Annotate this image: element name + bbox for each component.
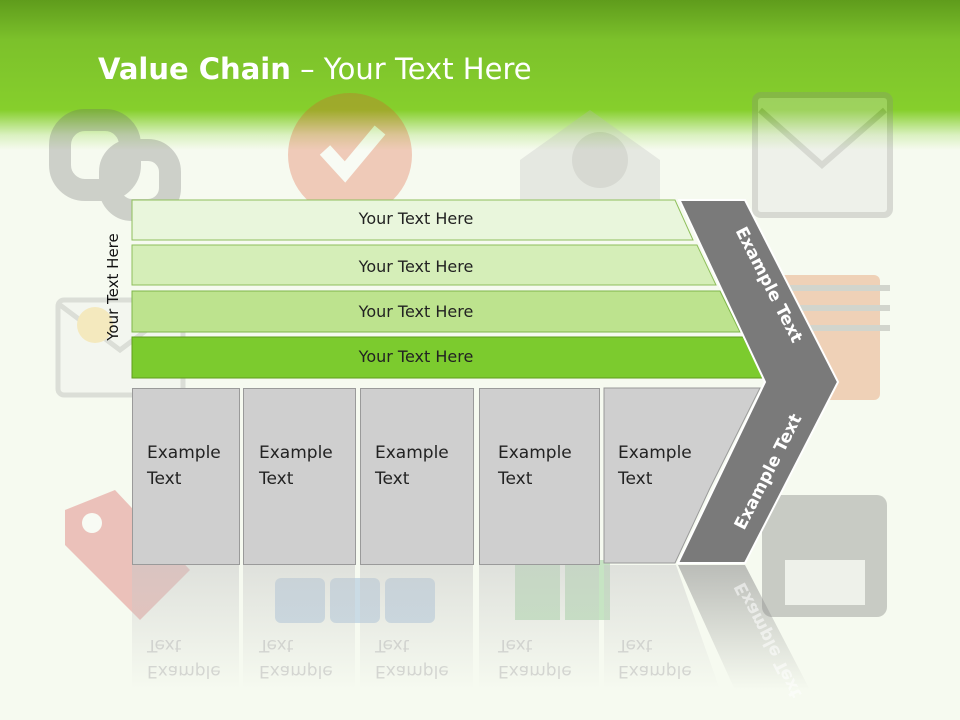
box-reflection-text-4: Example Text: [498, 632, 572, 684]
refl-5-line1: Example: [618, 661, 692, 681]
box-reflection-1: [132, 565, 239, 690]
box-2: [243, 388, 356, 565]
row-label-4: Your Text Here: [358, 347, 474, 366]
refl-5-line2: Text: [618, 635, 653, 655]
box-1: [132, 388, 240, 565]
chevron-arrow: [676, 199, 840, 564]
page-title: Value Chain – Your Text Here: [98, 52, 532, 86]
box-reflection-3: [360, 565, 473, 690]
box-text-5-line2: Text: [618, 469, 653, 489]
refl-3-line2: Text: [375, 635, 410, 655]
refl-2-line1: Example: [259, 661, 333, 681]
box-reflection-4: [479, 565, 599, 690]
box-text-1-line2: Text: [147, 469, 182, 489]
title-rest: – Your Text Here: [290, 52, 532, 86]
box-reflection-text-5: Example Text: [618, 632, 692, 684]
box-text-1-line1: Example: [147, 443, 221, 463]
header-band: [0, 0, 960, 150]
chevron-reflection: [678, 565, 810, 690]
refl-1-line2: Text: [147, 635, 182, 655]
refl-2-line2: Text: [259, 635, 294, 655]
box-reflection-2: [243, 565, 355, 690]
refl-4-line1: Example: [498, 661, 572, 681]
refl-4-line2: Text: [498, 635, 533, 655]
box-text-4-line2: Text: [498, 469, 533, 489]
row-label-2: Your Text Here: [358, 257, 474, 276]
box-3: [360, 388, 474, 565]
box-text-2-line1: Example: [259, 443, 333, 463]
gray-wedge: [603, 387, 761, 564]
box-reflection-text-3: Example Text: [375, 632, 449, 684]
title-bold: Value Chain: [98, 52, 291, 86]
refl-3-line1: Example: [375, 661, 449, 681]
row-bar-1: [131, 199, 694, 241]
row-label-3: Your Text Here: [358, 302, 474, 321]
vertical-label: Your Text Here: [104, 233, 122, 341]
box-4: [479, 388, 600, 565]
box-text-4-line1: Example: [498, 443, 572, 463]
mail-icon-top: [752, 92, 893, 218]
box-text-3-line1: Example: [375, 443, 449, 463]
box-reflection-text-2: Example Text: [259, 632, 333, 684]
box-reflection-5: [604, 565, 720, 690]
row-bar-3: [131, 290, 741, 333]
check-icon: [288, 93, 412, 217]
box-text-5-line1: Example: [618, 443, 692, 463]
box-text-2-line2: Text: [259, 469, 294, 489]
row-label-1: Your Text Here: [358, 209, 474, 228]
box-reflection-text-1: Example Text: [147, 632, 221, 684]
box-text-3-line2: Text: [375, 469, 410, 489]
refl-1-line1: Example: [147, 661, 221, 681]
row-bar-2: [131, 244, 717, 286]
floppy-icon: [762, 495, 887, 617]
